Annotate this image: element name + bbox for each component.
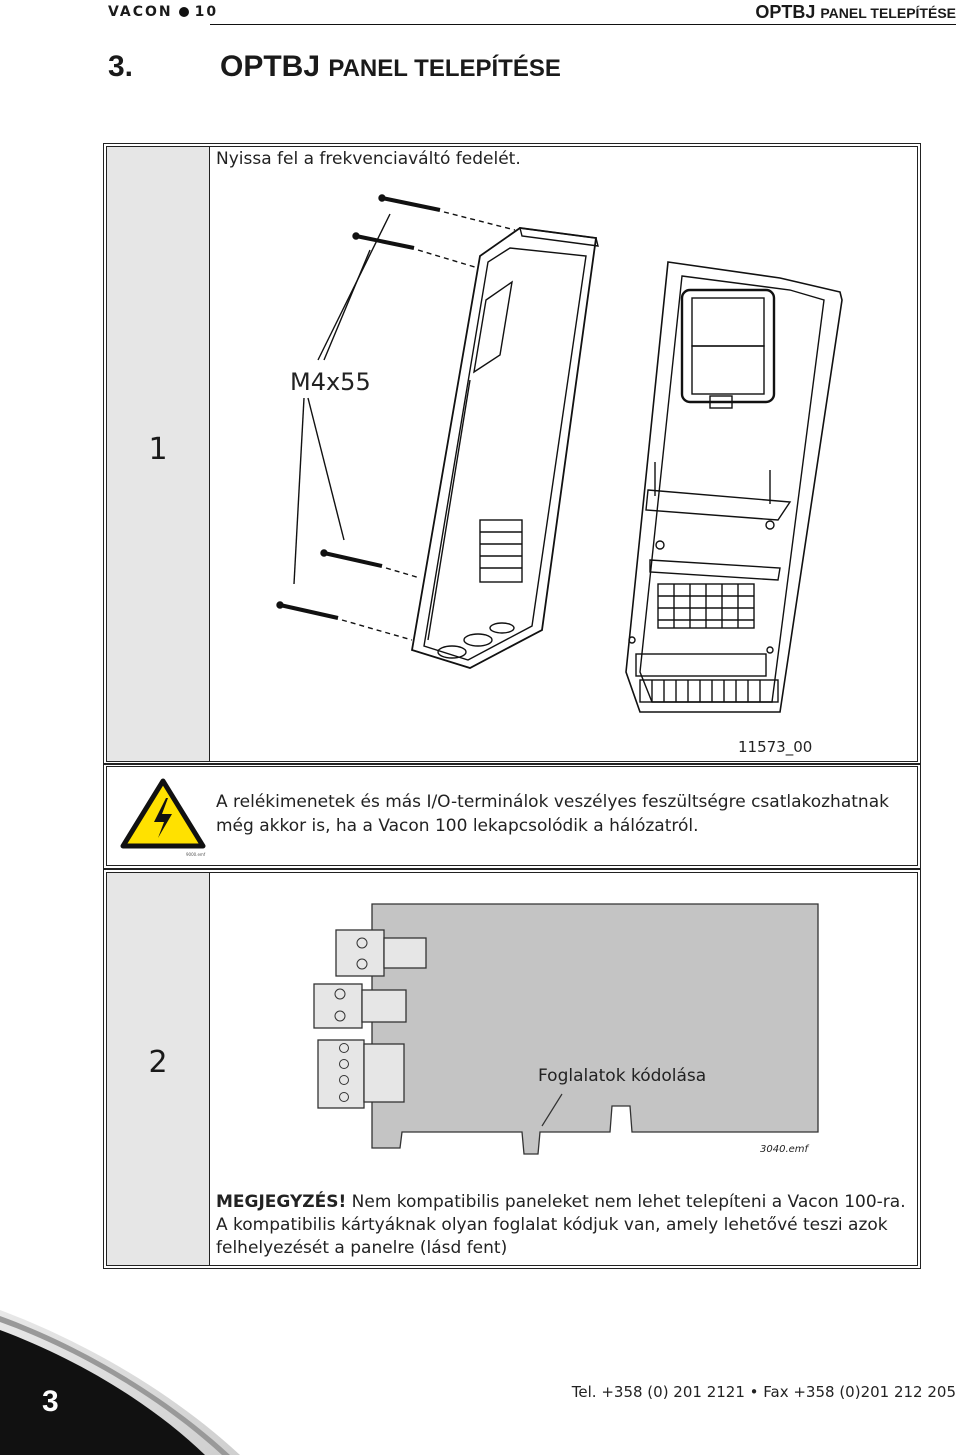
high-voltage-warning-icon xyxy=(120,778,206,849)
footer-corner-graphic xyxy=(0,1310,240,1455)
header-section-bold: OPTBJ xyxy=(755,2,816,22)
step-1-figure-id: 11573_00 xyxy=(738,738,813,756)
page-title: 3. OPTBJ PANEL TELEPÍTÉSE xyxy=(108,50,561,84)
note-line-1: MEGJEGYZÉS! Nem kompatibilis paneleket n… xyxy=(216,1191,906,1214)
step-1-number: 1 xyxy=(148,432,168,467)
option-board-illustration xyxy=(313,903,819,1155)
warning-box xyxy=(103,763,921,869)
warning-icon-caption: 9000.emf xyxy=(186,852,206,857)
title-bold: OPTBJ xyxy=(220,50,321,83)
header-section: OPTBJ PANEL TELEPÍTÉSE xyxy=(755,2,956,23)
step-2-column: 2 xyxy=(107,873,210,1265)
step-2-figure-id: 3040.emf xyxy=(760,1144,809,1155)
footer-chapter-number: 3 xyxy=(42,1385,59,1418)
page-number: 10 xyxy=(194,4,219,20)
note-text-1: Nem kompatibilis paneleket nem lehet tel… xyxy=(351,1192,906,1212)
step-1-box: 1 xyxy=(103,143,921,765)
note-label: MEGJEGYZÉS! xyxy=(216,1192,347,1212)
drive-cover-illustration xyxy=(276,194,843,713)
step-2-box: 2 xyxy=(103,869,921,1269)
step-2-number: 2 xyxy=(148,1045,168,1080)
note-line-2: A kompatibilis kártyáknak olyan foglalat… xyxy=(216,1215,888,1235)
title-rest: PANEL TELEPÍTÉSE xyxy=(328,55,561,82)
footer-contact: Tel. +358 (0) 201 2121 • Fax +358 (0)201… xyxy=(571,1383,956,1401)
slot-coding-callout: Foglalatok kódolása xyxy=(538,1066,707,1086)
title-number: 3. xyxy=(108,50,134,83)
step-1-column: 1 xyxy=(107,147,210,761)
header-brand: VACON 10 xyxy=(108,4,218,20)
step-1-instruction: Nyissa fel a frekvenciaváltó fedelét. xyxy=(216,149,521,169)
warning-text-line-1: A relékimenetek és más I/O-terminálok ve… xyxy=(216,792,889,812)
screw-size-label: M4x55 xyxy=(290,368,371,396)
note-line-3: felhelyezését a panelre (lásd fent) xyxy=(216,1238,508,1258)
bullet-dot-icon xyxy=(178,6,189,17)
brand-name: VACON xyxy=(108,4,173,20)
header-rule xyxy=(210,24,956,25)
warning-text-line-2: még akkor is, ha a Vacon 100 lekapcsolód… xyxy=(216,816,699,836)
header-section-rest: PANEL TELEPÍTÉSE xyxy=(820,5,956,21)
